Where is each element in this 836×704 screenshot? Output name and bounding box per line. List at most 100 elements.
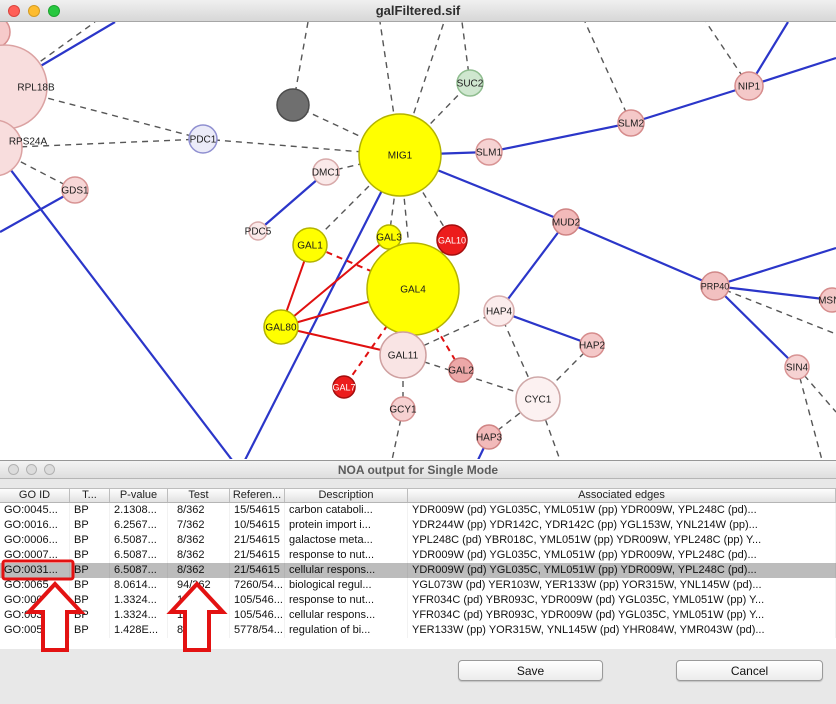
graph-edge[interactable] bbox=[343, 288, 414, 388]
table-cell: YER133W (pp) YOR315W, YNL145W (pd) YHR08… bbox=[408, 623, 836, 638]
node-prp40[interactable] bbox=[700, 271, 730, 301]
graph-edge[interactable] bbox=[488, 121, 632, 154]
graph-edge[interactable] bbox=[498, 309, 593, 347]
graph-edge[interactable] bbox=[748, 56, 836, 88]
node-hap2[interactable] bbox=[579, 332, 605, 358]
node-hap3[interactable] bbox=[476, 424, 502, 450]
node-gal10[interactable] bbox=[436, 224, 468, 256]
graph-edge[interactable] bbox=[565, 220, 716, 288]
graph-edge[interactable] bbox=[796, 366, 823, 459]
graph-edge[interactable] bbox=[292, 104, 401, 156]
cancel-button[interactable]: Cancel bbox=[676, 660, 823, 681]
node-dmc1[interactable] bbox=[312, 158, 340, 186]
graph-edge[interactable] bbox=[391, 408, 404, 459]
node-gal1[interactable] bbox=[292, 227, 328, 263]
node-cyc1[interactable] bbox=[515, 376, 561, 422]
graph-edge[interactable] bbox=[0, 138, 204, 149]
node-gcy1[interactable] bbox=[390, 396, 416, 422]
noa-window-titlebar[interactable]: NOA output for Single Mode bbox=[0, 461, 836, 479]
table-cell: GO:0007... bbox=[0, 548, 70, 563]
table-cell: YDR009W (pd) YGL035C, YML051W (pp) YDR00… bbox=[408, 503, 836, 518]
graph-edge[interactable] bbox=[244, 154, 401, 459]
column-header[interactable]: GO ID bbox=[0, 489, 70, 502]
graph-edge[interactable] bbox=[714, 285, 798, 368]
zoom-icon[interactable] bbox=[48, 5, 60, 17]
node-unlabeled[interactable] bbox=[276, 88, 310, 122]
table-cell: 2.1308... bbox=[110, 503, 168, 518]
minimize-icon[interactable] bbox=[26, 464, 37, 475]
graph-edge[interactable] bbox=[0, 148, 233, 459]
node-pdc1[interactable] bbox=[188, 124, 218, 154]
node-gal11[interactable] bbox=[379, 331, 427, 379]
graph-edge[interactable] bbox=[796, 366, 836, 413]
node-sin4[interactable] bbox=[784, 354, 810, 380]
zoom-icon[interactable] bbox=[44, 464, 55, 475]
node-slm2[interactable] bbox=[617, 109, 645, 137]
graph-edge[interactable] bbox=[714, 246, 836, 288]
column-header[interactable]: Test bbox=[168, 489, 230, 502]
node-gds1[interactable] bbox=[61, 176, 89, 204]
save-button[interactable]: Save bbox=[458, 660, 603, 681]
table-cell: response to nut... bbox=[285, 548, 408, 563]
table-cell: 1.3324... bbox=[110, 608, 168, 623]
table-cell: 8/362 bbox=[168, 503, 230, 518]
table-cell: 21/54615 bbox=[230, 533, 285, 548]
table-cell: 11/362 bbox=[168, 593, 230, 608]
column-header[interactable]: P-value bbox=[110, 489, 168, 502]
node-suc2[interactable] bbox=[456, 69, 484, 97]
graph-edge[interactable] bbox=[0, 189, 76, 233]
graph-edge[interactable] bbox=[0, 148, 76, 191]
table-cell: YDR009W (pd) YGL035C, YML051W (pp) YDR00… bbox=[408, 548, 836, 563]
close-icon[interactable] bbox=[8, 464, 19, 475]
node-nip1[interactable] bbox=[734, 71, 764, 101]
graph-edge[interactable] bbox=[309, 244, 414, 290]
table-cell: galactose meta... bbox=[285, 533, 408, 548]
node-gal7[interactable] bbox=[332, 375, 356, 399]
node-mig1[interactable] bbox=[358, 113, 442, 197]
node-rpl18b[interactable] bbox=[0, 44, 48, 130]
graph-window-titlebar[interactable]: galFiltered.sif bbox=[0, 0, 836, 22]
node-mud2[interactable] bbox=[552, 208, 580, 236]
node-slm1[interactable] bbox=[475, 138, 503, 166]
table-cell: 1.428E... bbox=[110, 623, 168, 638]
column-header[interactable]: Description bbox=[285, 489, 408, 502]
close-icon[interactable] bbox=[8, 5, 20, 17]
node-unlabeled[interactable] bbox=[0, 22, 11, 48]
column-header[interactable]: Associated edges bbox=[408, 489, 836, 502]
graph-edge[interactable] bbox=[630, 84, 750, 125]
node-gal4[interactable] bbox=[366, 242, 460, 336]
graph-edge[interactable] bbox=[4, 22, 96, 88]
column-header[interactable]: T... bbox=[70, 489, 110, 502]
node-hap4[interactable] bbox=[483, 295, 515, 327]
graph-edge[interactable] bbox=[498, 221, 567, 312]
node-rps24a[interactable] bbox=[0, 119, 23, 177]
node-msn5[interactable] bbox=[819, 287, 836, 313]
minimize-icon[interactable] bbox=[28, 5, 40, 17]
table-cell: 10/54615 bbox=[230, 518, 285, 533]
graph-edge[interactable] bbox=[280, 236, 390, 328]
table-cell: 94/362 bbox=[168, 578, 230, 593]
graph-edge[interactable] bbox=[714, 284, 833, 302]
node-gal2[interactable] bbox=[448, 357, 474, 383]
table-cell: YPL248C (pd) YBR018C, YML051W (pp) YDR00… bbox=[408, 533, 836, 548]
table-cell: 1.3324... bbox=[110, 593, 168, 608]
column-header[interactable]: Referen... bbox=[230, 489, 285, 502]
graph-edge[interactable] bbox=[257, 171, 327, 232]
node-gal80[interactable] bbox=[263, 309, 299, 345]
table-cell: 105/546... bbox=[230, 608, 285, 623]
graph-edge[interactable] bbox=[584, 22, 632, 124]
node-pdc5[interactable] bbox=[248, 221, 268, 241]
table-cell: YGL073W (pd) YER103W, YER133W (pp) YOR31… bbox=[408, 578, 836, 593]
